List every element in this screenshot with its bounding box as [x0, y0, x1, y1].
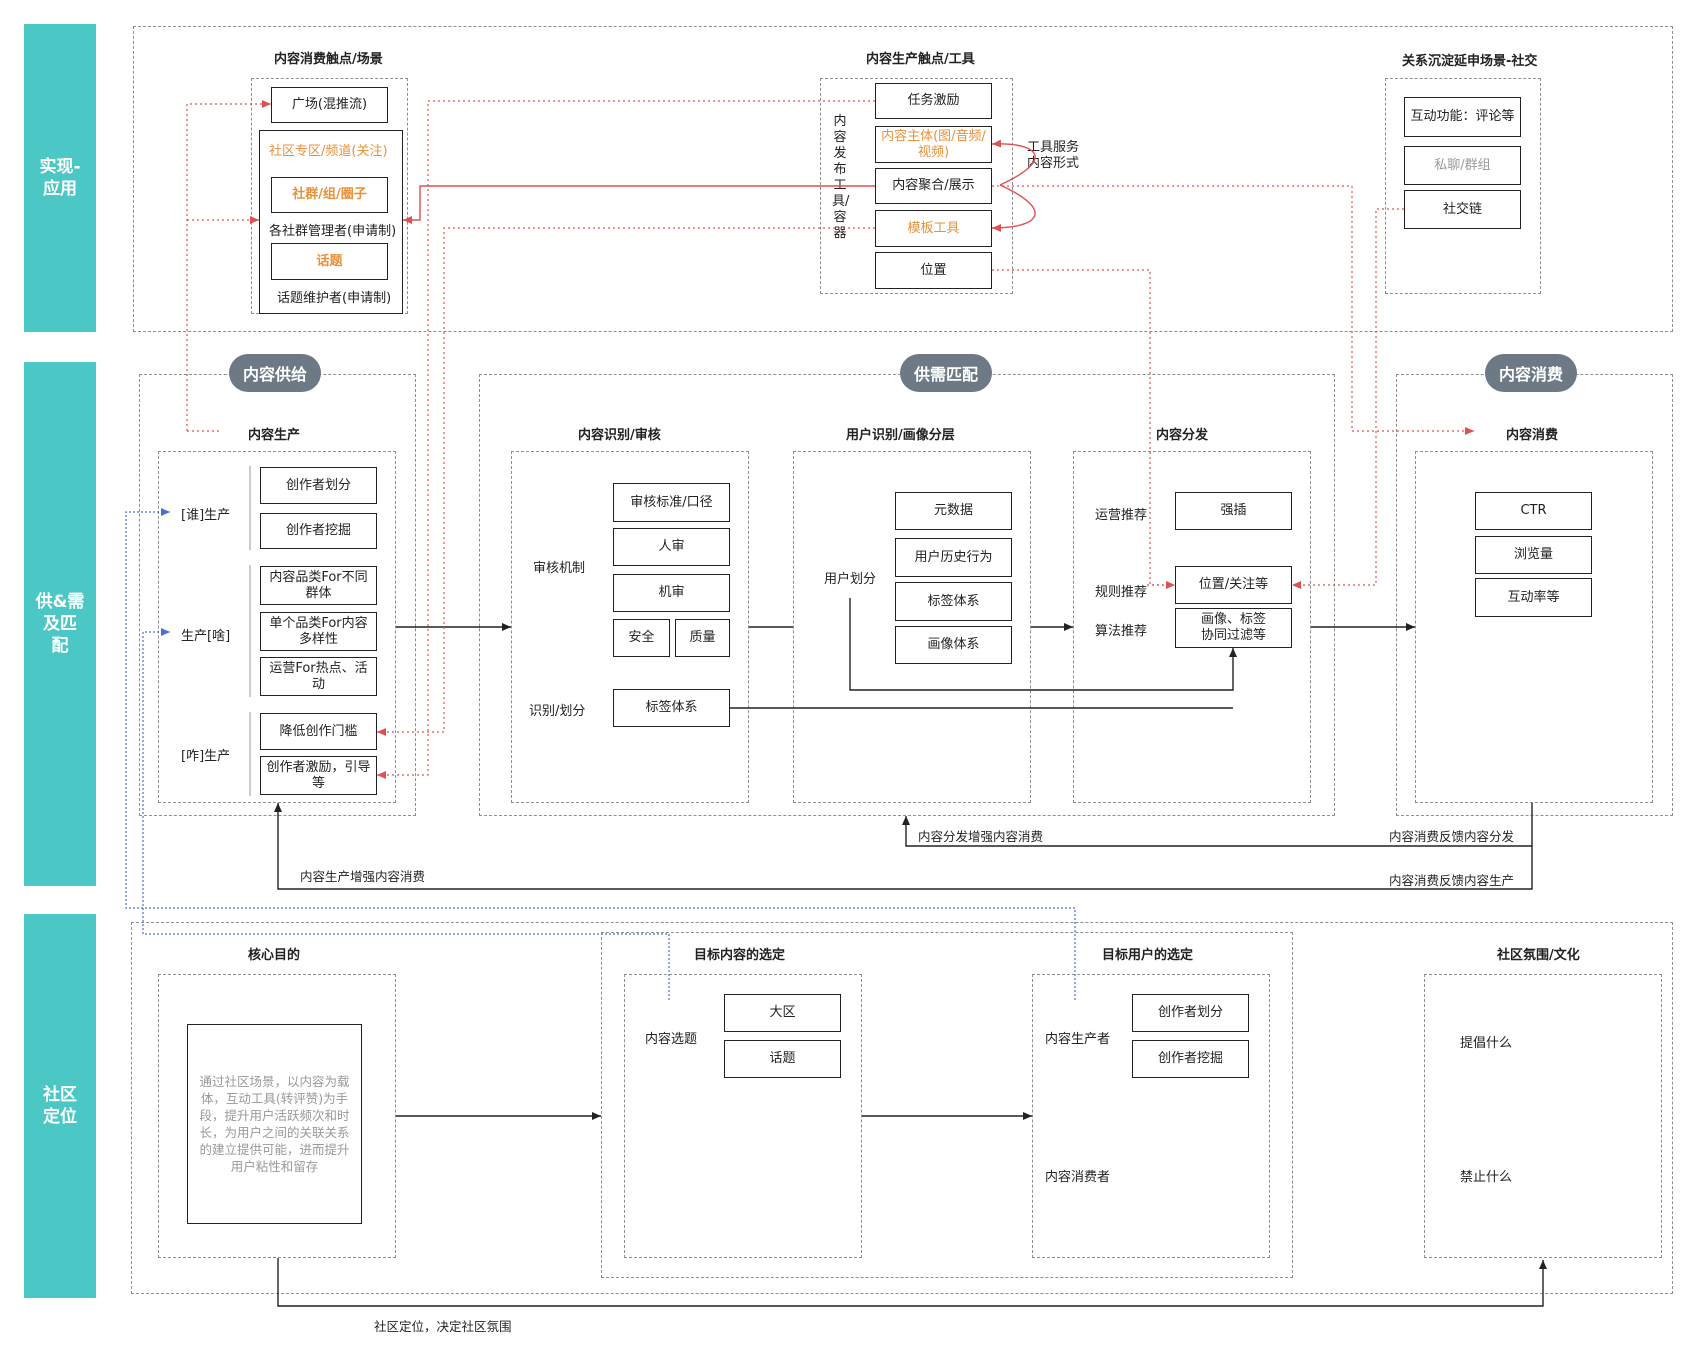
category-groups-box: 内容品类For不同群体: [260, 566, 377, 605]
culture-group: [1424, 974, 1662, 1258]
location-follow-box: 位置/关注等: [1175, 566, 1292, 604]
consumer-label: 内容消费者: [1045, 1170, 1111, 1185]
ops-recommend-label: 运营推荐: [1095, 508, 1148, 523]
ctr-box: CTR: [1475, 492, 1592, 530]
topic-admin-label: 话题维护者(申请制): [277, 291, 392, 306]
who-label: [谁]生产: [181, 508, 231, 523]
safety-box: 安全: [613, 619, 670, 657]
bottom-creator-division-box: 创作者划分: [1132, 994, 1249, 1032]
feedback-produce-label: 内容消费反馈内容生产: [1389, 873, 1515, 888]
consume-group: [1415, 451, 1653, 803]
topics-box: 话题: [271, 243, 388, 280]
review-mechanism-label: 审核机制: [533, 561, 586, 576]
tag-system-box: 标签体系: [613, 689, 730, 727]
promote-label: 提倡什么: [1460, 1036, 1513, 1051]
user-title: 用户识别/画像分层: [846, 428, 955, 443]
target-user-title: 目标用户的选定: [1102, 948, 1194, 963]
consume-title: 内容消费: [1506, 428, 1559, 443]
groups-box: 社群/组/圈子: [271, 177, 388, 213]
views-box: 浏览量: [1475, 536, 1592, 574]
location-box: 位置: [875, 252, 992, 289]
portrait-system-box: 画像体系: [895, 626, 1012, 664]
topic-box: 话题: [724, 1040, 841, 1078]
core-text-box: 通过社区场景，以内容为载体，互动工具(转评赞)为手段，提升用户活跃频次和时长，为…: [187, 1024, 362, 1224]
dist-title: 内容分发: [1156, 428, 1209, 443]
history-box: 用户历史行为: [895, 538, 1012, 577]
production-title: 内容生产: [248, 428, 301, 443]
dist-enhance-label: 内容分发增强内容消费: [918, 829, 1044, 844]
private-chat-box: 私聊/群组: [1404, 146, 1521, 185]
square-box: 广场(混推流): [271, 87, 388, 123]
target-content-title: 目标内容的选定: [694, 948, 786, 963]
match-pill: 供需匹配: [900, 354, 992, 392]
templates-box: 模板工具: [875, 210, 992, 247]
produce-touchpoint-title: 内容生产触点/工具: [866, 52, 975, 67]
target-user-group: [1032, 974, 1270, 1258]
how-label: [咋]生产: [181, 749, 231, 764]
tool-service-label: 工具服务 内容形式: [1027, 140, 1080, 171]
consume-touchpoint-title: 内容消费触点/场景: [274, 52, 383, 67]
content-subject-box: 内容主体(图/音频/视频): [875, 126, 992, 163]
producer-label: 内容生产者: [1045, 1032, 1111, 1047]
creator-mining-box: 创作者挖掘: [260, 513, 377, 549]
band-implementation: 实现- 应用: [24, 24, 96, 332]
user-division-label: 用户划分: [824, 572, 877, 587]
social-chain-box: 社交链: [1404, 190, 1521, 229]
review-title: 内容识别/审核: [578, 428, 661, 443]
group-admin-label: 各社群管理者(申请制): [269, 224, 397, 239]
section-top: [133, 26, 1673, 332]
creator-incentive-box: 创作者激励，引导等: [260, 756, 377, 795]
aggregation-box: 内容聚合/展示: [875, 168, 992, 204]
supply-pill: 内容供给: [229, 354, 321, 392]
identify-label: 识别/划分: [529, 704, 586, 719]
publish-tool-vertical: 内容发布工具/容器: [832, 114, 850, 241]
core-title: 核心目的: [248, 948, 301, 963]
community-label: 社区专区/频道(关注): [269, 144, 388, 159]
operations-hot-box: 运营For热点、活动: [260, 657, 377, 696]
single-category-box: 单个品类For内容多样性: [260, 612, 377, 651]
metadata-box: 元数据: [895, 492, 1012, 530]
portrait-filter-box: 画像、标签 协同过滤等: [1175, 608, 1292, 648]
algo-recommend-label: 算法推荐: [1095, 624, 1148, 639]
interaction-box: 互动功能：评论等: [1404, 97, 1521, 137]
content-topic-label: 内容选题: [645, 1032, 698, 1047]
rule-recommend-label: 规则推荐: [1095, 585, 1148, 600]
consume-pill: 内容消费: [1485, 354, 1577, 392]
creator-division-box: 创作者划分: [260, 467, 377, 504]
forbid-label: 禁止什么: [1460, 1170, 1513, 1185]
machine-review-box: 机审: [613, 574, 730, 612]
what-label: 生产[啥]: [181, 629, 231, 644]
big-zone-box: 大区: [724, 994, 841, 1032]
social-scene-title: 关系沉淀延申场景-社交: [1402, 54, 1538, 69]
core-text: 通过社区场景，以内容为载体，互动工具(转评赞)为手段，提升用户活跃频次和时长，为…: [199, 1074, 350, 1174]
review-standard-box: 审核标准/口径: [613, 483, 730, 522]
culture-title: 社区氛围/文化: [1497, 948, 1580, 963]
band-positioning: 社区 定位: [24, 914, 96, 1298]
lower-threshold-box: 降低创作门槛: [260, 713, 377, 750]
feedback-dist-label: 内容消费反馈内容分发: [1389, 829, 1515, 844]
task-incentive-box: 任务激励: [875, 83, 992, 119]
bottom-creator-mining-box: 创作者挖掘: [1132, 1040, 1249, 1078]
force-insert-box: 强插: [1175, 492, 1292, 530]
produce-enhance-label: 内容生产增强内容消费: [300, 869, 426, 884]
tag-system2-box: 标签体系: [895, 582, 1012, 621]
quality-box: 质量: [675, 619, 730, 657]
human-review-box: 人审: [613, 528, 730, 566]
interaction-rate-box: 互动率等: [1475, 578, 1592, 617]
band-supply-demand: 供&需 及匹 配: [24, 362, 96, 886]
positioning-label: 社区定位，决定社区氛围: [374, 1319, 512, 1334]
